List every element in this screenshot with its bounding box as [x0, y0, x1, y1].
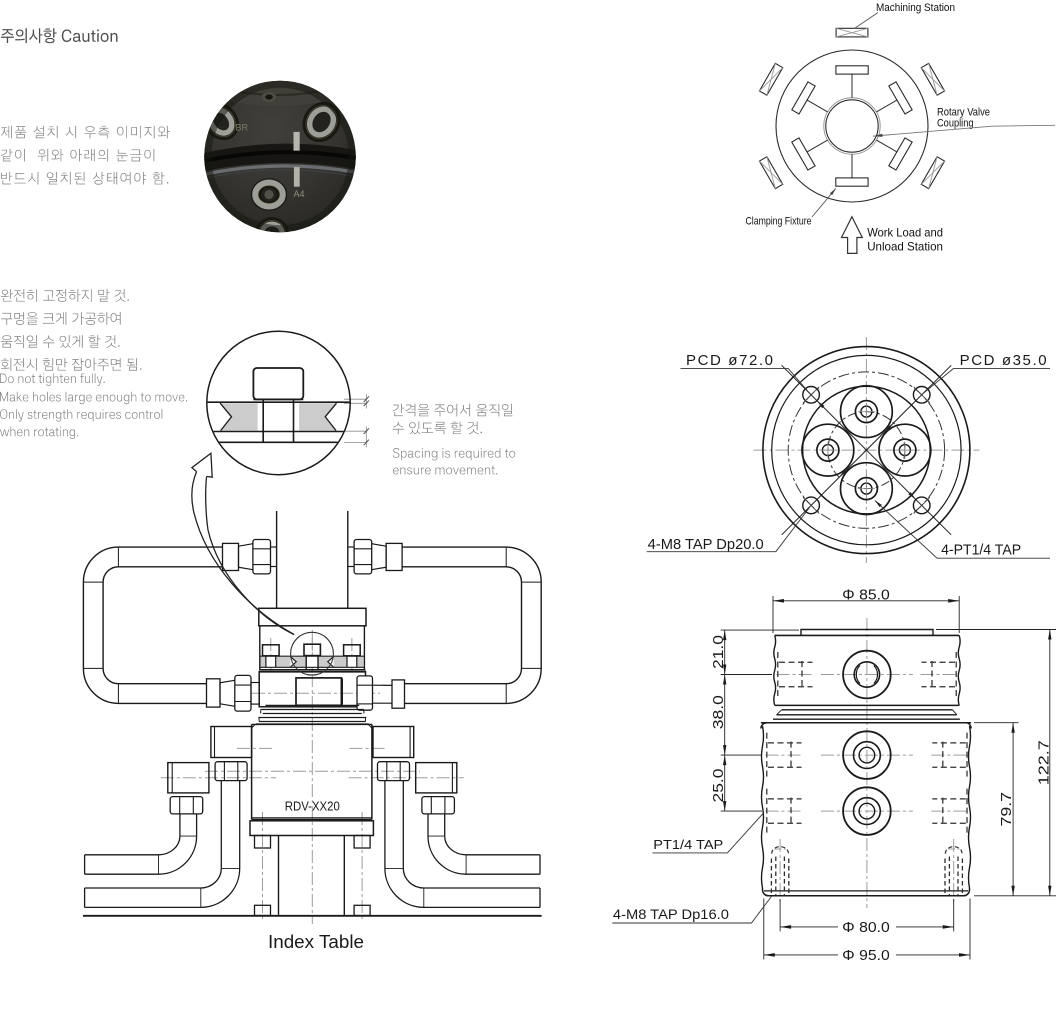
svg-text:Clamping Fixture: Clamping Fixture	[746, 216, 812, 228]
svg-text:Φ 85.0: Φ 85.0	[842, 587, 890, 603]
svg-text:122.7: 122.7	[1037, 740, 1053, 785]
svg-text:79.7: 79.7	[999, 792, 1015, 827]
svg-text:21.0: 21.0	[711, 635, 727, 669]
svg-text:25.0: 25.0	[711, 769, 727, 803]
svg-text:PCD ø35.0: PCD ø35.0	[960, 352, 1049, 369]
svg-text:Φ 80.0: Φ 80.0	[842, 920, 890, 936]
svg-text:BR: BR	[236, 123, 249, 133]
svg-text:RDV-XX20: RDV-XX20	[285, 799, 340, 813]
svg-text:4-M8 TAP Dp16.0: 4-M8 TAP Dp16.0	[613, 906, 729, 922]
svg-text:PCD ø72.0: PCD ø72.0	[686, 352, 775, 369]
svg-text:4-PT1/4 TAP: 4-PT1/4 TAP	[941, 543, 1021, 559]
svg-text:Rotary Valve: Rotary Valve	[937, 106, 990, 118]
svg-text:Index Table: Index Table	[268, 931, 364, 952]
svg-text:38.0: 38.0	[711, 695, 727, 729]
svg-text:Work Load and: Work Load and	[867, 226, 943, 240]
svg-text:A4: A4	[294, 189, 305, 199]
svg-text:4-M8 TAP Dp20.0: 4-M8 TAP Dp20.0	[648, 537, 764, 553]
svg-text:PT1/4 TAP: PT1/4 TAP	[653, 837, 723, 852]
svg-text:Unload Station: Unload Station	[867, 239, 943, 253]
svg-text:Coupling: Coupling	[937, 118, 974, 130]
svg-text:Φ 95.0: Φ 95.0	[842, 948, 890, 964]
svg-text:Machining Station: Machining Station	[876, 2, 955, 14]
